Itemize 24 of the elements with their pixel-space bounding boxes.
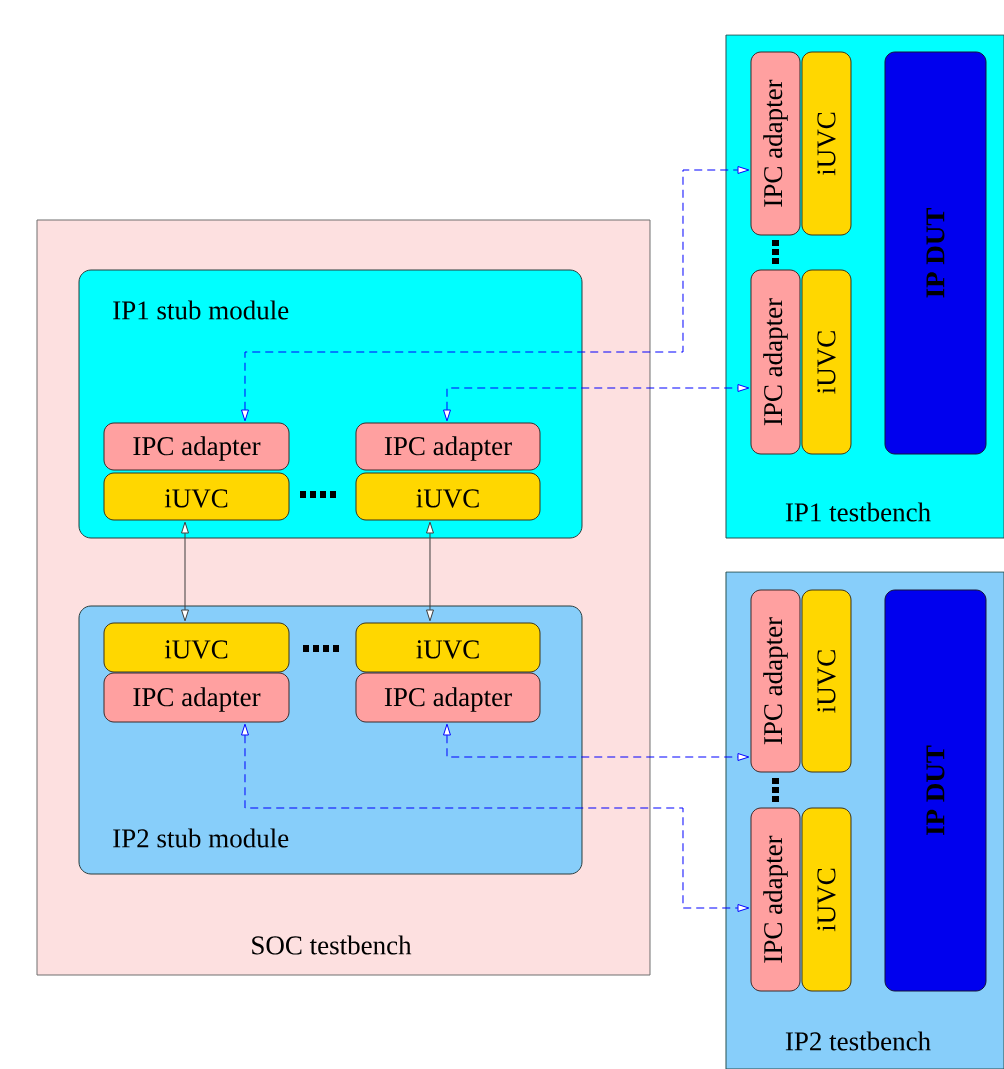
arrow [426,521,434,622]
dut-box: IP DUT [884,51,987,455]
uvc-box: iUVC [801,269,852,455]
uvc-box: iUVC [355,472,541,521]
uvc-box: iUVC [103,622,290,673]
adapter-box: IPC adapter [103,672,290,723]
arrow [443,384,750,422]
adapter-box: IPC adapter [355,422,541,471]
uvc-box: iUVC [355,622,541,673]
adapter-box: IPC adapter [750,51,801,236]
adapter-box: IPC adapter [103,422,290,471]
arrow [241,166,750,422]
adapter-box: IPC adapter [750,269,801,455]
arrow [241,723,750,912]
dut-box: IP DUT [884,589,987,992]
adapter-box: IPC adapter [750,589,801,773]
uvc-box: iUVC [801,51,852,236]
adapter-box: IPC adapter [750,807,801,992]
uvc-box: iUVC [801,807,852,992]
uvc-box: iUVC [801,589,852,773]
adapter-box: IPC adapter [355,672,541,723]
arrow [443,723,750,761]
uvc-box: iUVC [103,472,290,521]
arrow [181,521,189,622]
